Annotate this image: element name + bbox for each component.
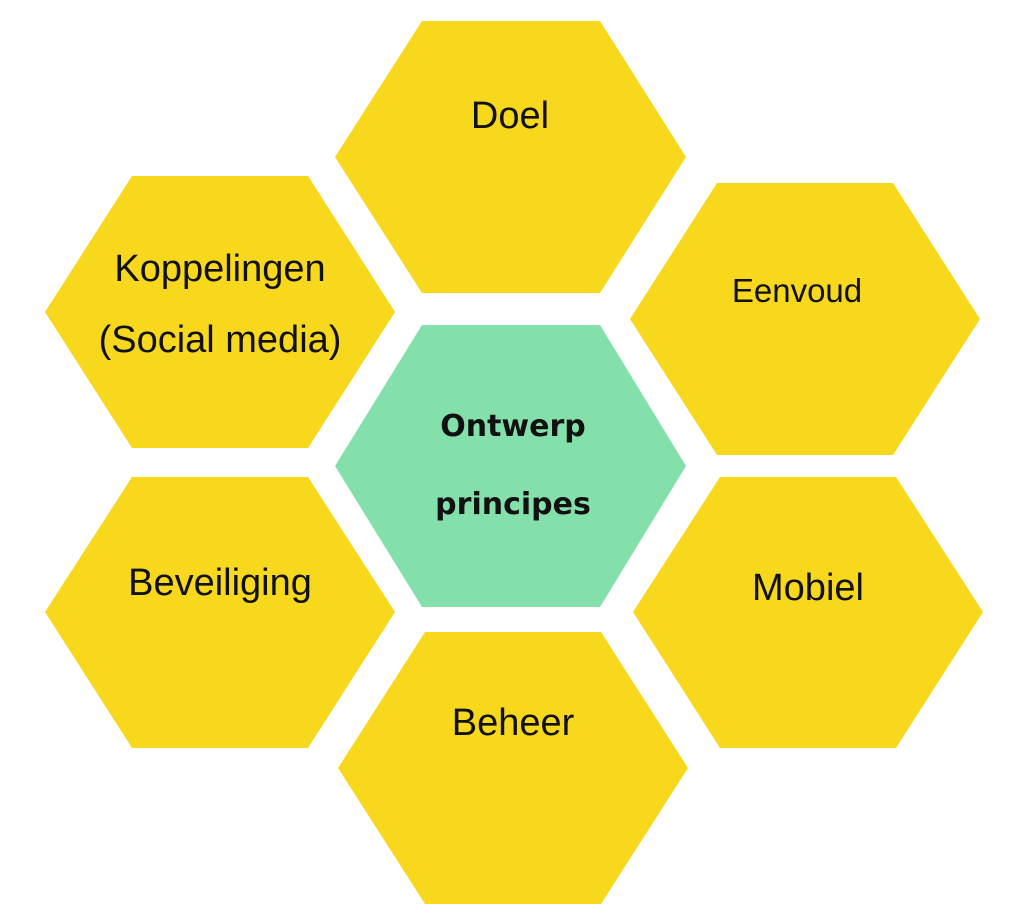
label-doel: Doel bbox=[471, 95, 549, 137]
hex-beheer: Beheer bbox=[338, 632, 688, 904]
label-koppelingen-line2: (Social media) bbox=[99, 319, 342, 361]
label-center-line1: Ontwerp bbox=[440, 409, 586, 444]
label-koppelingen-line1: Koppelingen bbox=[114, 248, 325, 290]
hex-eenvoud: Eenvoud bbox=[630, 183, 980, 455]
label-beveiliging: Beveiliging bbox=[128, 562, 312, 604]
hex-center: Ontwerp principes bbox=[335, 325, 686, 607]
hex-beveiliging: Beveiliging bbox=[45, 477, 395, 748]
hex-koppelingen: Koppelingen (Social media) bbox=[45, 176, 395, 448]
label-eenvoud: Eenvoud bbox=[732, 272, 862, 309]
hex-doel: Doel bbox=[335, 21, 686, 293]
label-center-line2: principes bbox=[435, 487, 591, 522]
label-beheer: Beheer bbox=[452, 702, 575, 744]
hex-mobiel: Mobiel bbox=[633, 477, 983, 748]
label-mobiel: Mobiel bbox=[752, 567, 864, 609]
